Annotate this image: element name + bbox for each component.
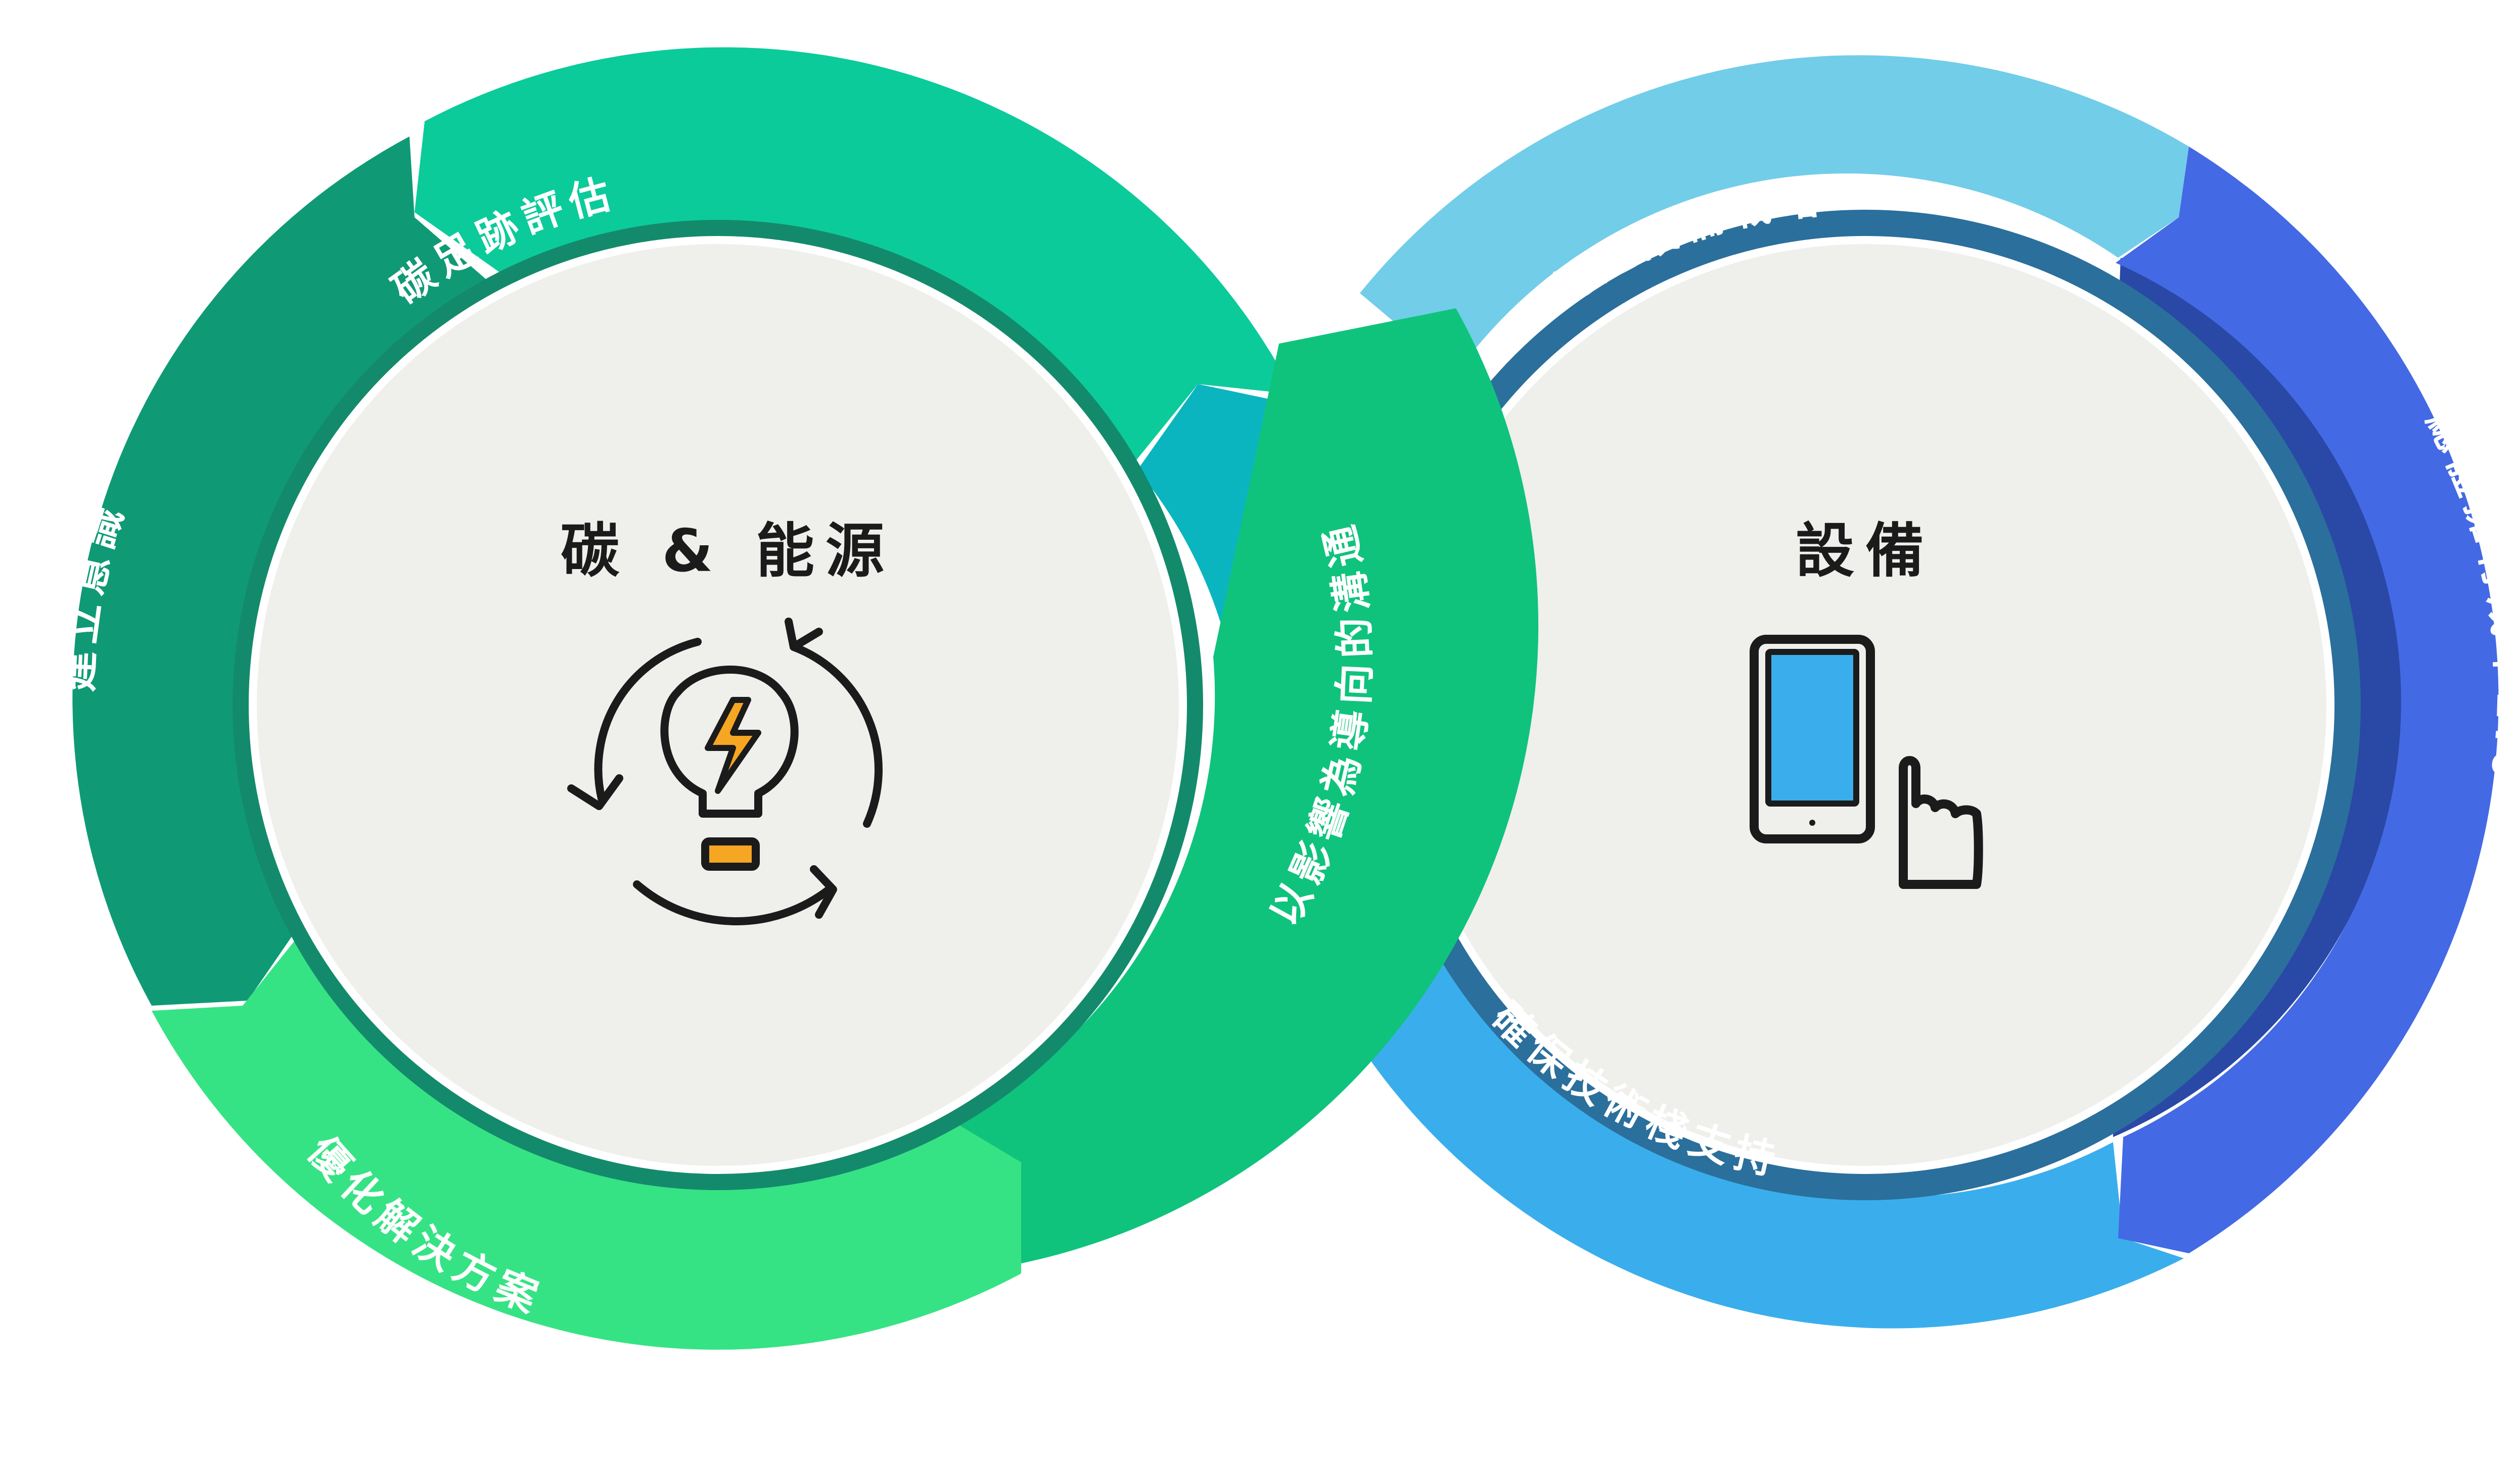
lightbulb-energy-cycle-icon [567,618,883,925]
segment-tco-shape[interactable] [2116,147,2499,1253]
left-cycle [72,47,1539,1350]
segment-communication-shape[interactable] [950,308,1539,1263]
smartphone-tap-icon [1750,635,1983,889]
left-circle-title: 碳 & 能源 [561,517,895,585]
segment-strategy-shape[interactable] [1360,55,2189,374]
segment-support-shape[interactable] [1274,859,2184,1329]
segment-carbon-assessment-shape[interactable] [415,47,1294,465]
segment-tco-shadow-shape [2113,258,2405,1137]
right-circle-title: 設備 [1796,517,1935,585]
